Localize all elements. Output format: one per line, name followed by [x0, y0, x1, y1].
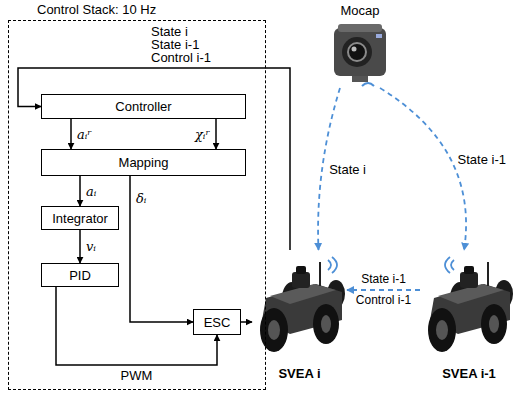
- process-box: PID: [41, 263, 119, 287]
- mocap-camera: [334, 24, 386, 86]
- process-box: Mapping: [41, 149, 246, 176]
- node-label: Controller: [115, 99, 171, 114]
- node-label: PID: [69, 268, 91, 283]
- edge-label: χᵢʳ: [194, 127, 211, 142]
- edge-label: PWM: [120, 368, 154, 383]
- process-box: Controller: [41, 94, 246, 119]
- svea-robot: [428, 257, 513, 352]
- edge-label: State i-1: [457, 152, 507, 167]
- edge-label: aᵢ: [85, 184, 97, 199]
- edge-label: State i: [328, 162, 367, 177]
- wireless-link: [347, 289, 420, 291]
- node-label: Mocap: [322, 3, 398, 18]
- signal-connector: [241, 321, 252, 323]
- node-label: SVEA i: [252, 366, 347, 381]
- signal-connector: [79, 176, 81, 206]
- node-label: Integrator: [52, 211, 108, 226]
- edge-label: vᵢ: [85, 239, 97, 254]
- node-label: Mapping: [119, 155, 169, 170]
- signal-connector: [79, 230, 81, 263]
- signal-connector: [18, 68, 290, 250]
- process-box: Integrator: [41, 206, 119, 230]
- camera-node: Mocap: [322, 2, 398, 88]
- wireless-link: [380, 88, 466, 250]
- node-label: SVEA i-1: [420, 366, 518, 381]
- signal-connector: [70, 119, 72, 149]
- signal-label: Control i-1: [150, 50, 212, 65]
- edge-label: State i-1: [360, 272, 407, 287]
- signal-connector: [130, 176, 193, 322]
- signal-connector: [215, 119, 217, 149]
- svea-robot: [260, 257, 345, 352]
- edge-label: δᵢ: [135, 191, 147, 206]
- vehicle-node: SVEA i-1: [420, 250, 518, 385]
- signal-label: Control i-1: [355, 293, 412, 308]
- process-box: ESC: [193, 309, 241, 335]
- edge-label: aᵢʳ: [76, 127, 93, 142]
- frame-title: Control Stack: 10 Hz: [37, 2, 156, 17]
- vehicle-node: SVEA i: [252, 250, 347, 385]
- node-label: ESC: [204, 315, 231, 330]
